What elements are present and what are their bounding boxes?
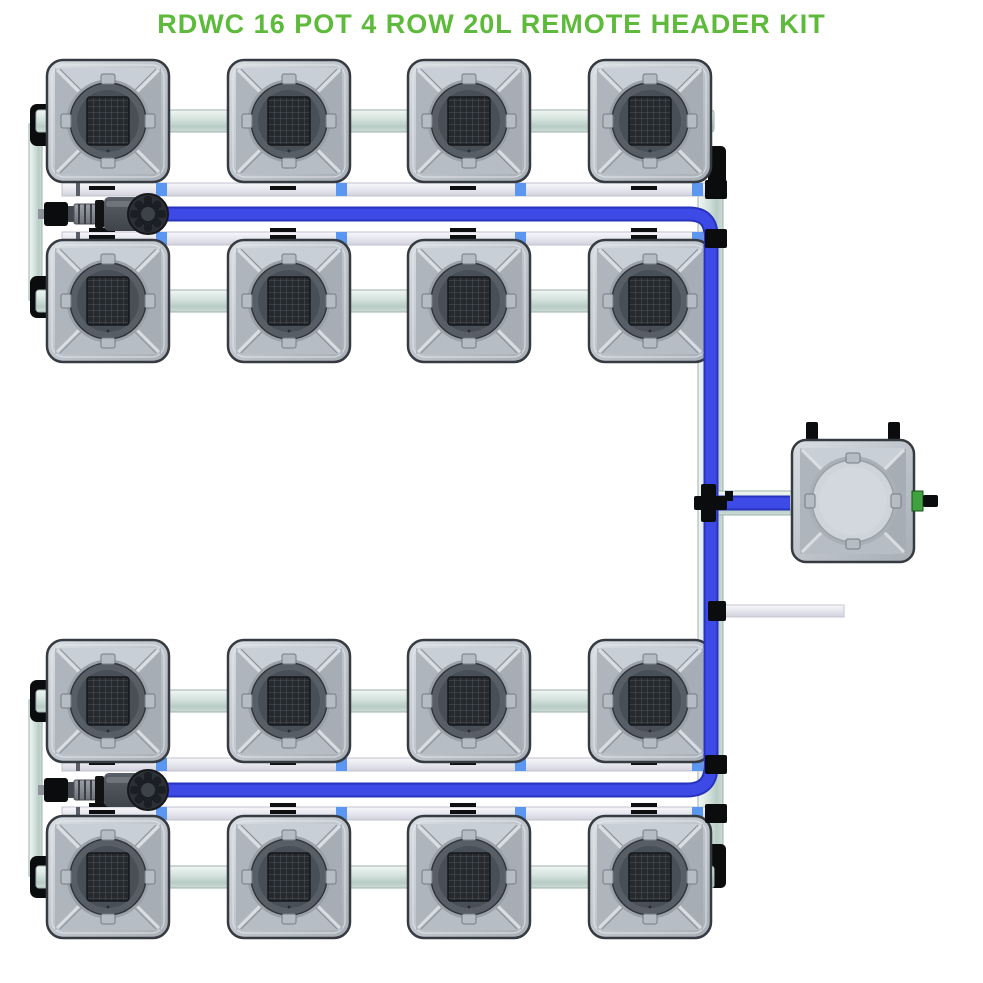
tank-fitting-nub <box>923 495 938 507</box>
header-tank <box>790 422 940 568</box>
tank-green-fitting <box>911 490 924 512</box>
pipe-connector <box>705 229 727 248</box>
pipe-connector <box>705 804 727 823</box>
pipe-connector <box>705 755 727 774</box>
water-pump <box>37 764 174 816</box>
drain-stub-pipe <box>708 601 845 621</box>
water-pump <box>37 188 174 240</box>
pipe-connector <box>705 180 727 199</box>
manifold-pipe <box>35 865 715 889</box>
diagram-title: RDWC 16 POT 4 ROW 20L REMOTE HEADER KIT <box>157 9 826 39</box>
stub-clip <box>708 601 726 621</box>
tee-fitting <box>694 484 733 522</box>
manifold-pipe <box>35 109 715 133</box>
